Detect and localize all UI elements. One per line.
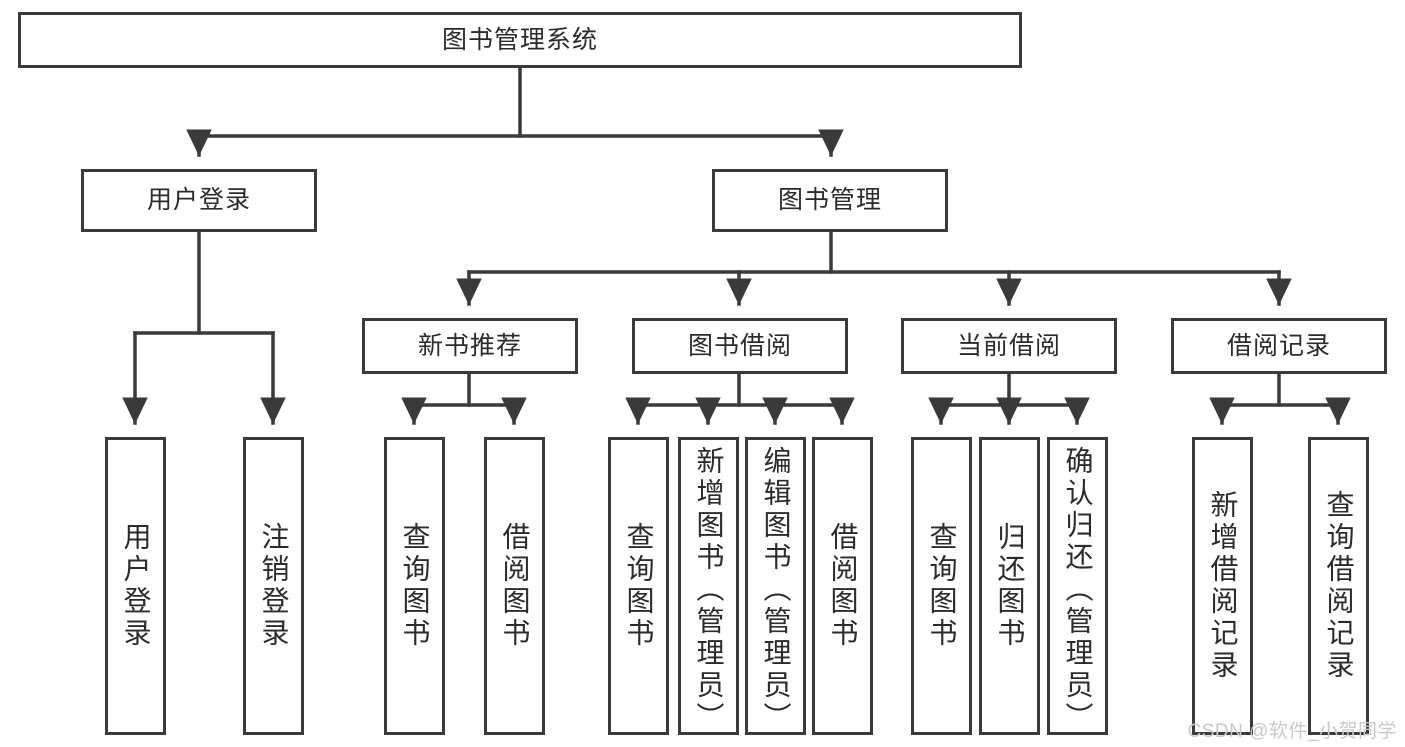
node-label: 借阅图书 bbox=[499, 522, 531, 650]
leaf-current-borrow-return-book[interactable]: 归还图书 bbox=[979, 437, 1040, 735]
leaf-book-borrow-borrow-book[interactable]: 借阅图书 bbox=[812, 437, 873, 735]
node-label: 查询图书 bbox=[623, 522, 655, 650]
leaf-current-borrow-confirm-return-admin[interactable]: 确认归还（管理员） bbox=[1047, 437, 1108, 735]
node-new-book-recommend[interactable]: 新书推荐 bbox=[362, 318, 578, 374]
leaf-current-borrow-query-book[interactable]: 查询图书 bbox=[911, 437, 972, 735]
leaf-borrow-record-query-record[interactable]: 查询借阅记录 bbox=[1308, 437, 1369, 735]
node-label: 新增图书（管理员） bbox=[693, 446, 725, 734]
node-label: 编辑图书（管理员） bbox=[760, 446, 792, 734]
node-label: 借阅记录 bbox=[1226, 331, 1331, 360]
node-label: 用户登录 bbox=[146, 186, 251, 215]
leaf-user-login-login[interactable]: 用户登录 bbox=[105, 437, 166, 735]
leaf-book-borrow-query-book[interactable]: 查询图书 bbox=[608, 437, 669, 735]
leaf-book-borrow-add-book-admin[interactable]: 新增图书（管理员） bbox=[678, 437, 739, 735]
node-label: 图书管理系统 bbox=[441, 25, 598, 54]
node-label: 图书管理 bbox=[777, 186, 882, 215]
node-label: 查询图书 bbox=[926, 522, 958, 650]
node-user-login[interactable]: 用户登录 bbox=[81, 169, 317, 232]
node-label: 新书推荐 bbox=[417, 331, 522, 360]
node-label: 查询图书 bbox=[399, 522, 431, 650]
leaf-new-book-query-book[interactable]: 查询图书 bbox=[384, 437, 445, 735]
leaf-new-book-borrow-book[interactable]: 借阅图书 bbox=[484, 437, 545, 735]
node-book-management[interactable]: 图书管理 bbox=[712, 169, 948, 232]
node-label: 新增借阅记录 bbox=[1207, 490, 1239, 682]
node-label: 归还图书 bbox=[994, 522, 1026, 650]
node-label: 图书借阅 bbox=[687, 331, 792, 360]
node-label: 查询借阅记录 bbox=[1323, 490, 1355, 682]
node-root-book-management-system[interactable]: 图书管理系统 bbox=[18, 12, 1022, 68]
leaf-book-borrow-edit-book-admin[interactable]: 编辑图书（管理员） bbox=[745, 437, 806, 735]
node-book-borrow[interactable]: 图书借阅 bbox=[632, 318, 848, 374]
node-current-borrow[interactable]: 当前借阅 bbox=[901, 318, 1117, 374]
leaf-user-login-logout[interactable]: 注销登录 bbox=[243, 437, 304, 735]
node-label: 用户登录 bbox=[120, 522, 152, 650]
node-label: 借阅图书 bbox=[827, 522, 859, 650]
node-borrow-record[interactable]: 借阅记录 bbox=[1171, 318, 1387, 374]
node-label: 确认归还（管理员） bbox=[1062, 446, 1094, 734]
leaf-borrow-record-add-record[interactable]: 新增借阅记录 bbox=[1192, 437, 1253, 735]
node-label: 注销登录 bbox=[258, 522, 290, 650]
node-label: 当前借阅 bbox=[956, 331, 1061, 360]
